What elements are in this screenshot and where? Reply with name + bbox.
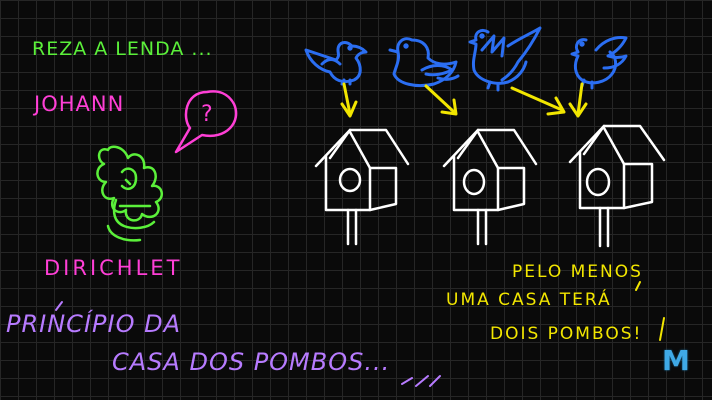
principle-line2: CASA DOS POMBOS... xyxy=(112,348,391,376)
pigeon-icon xyxy=(304,41,368,86)
principle-line1: PRINCÍPIO DA xyxy=(6,310,181,338)
pigeon-icon xyxy=(570,36,628,90)
accent-marks xyxy=(635,281,665,341)
m-logo-icon: M xyxy=(662,344,690,377)
intro-text: REZA A LENDA ... xyxy=(32,38,213,60)
pigeon-icon xyxy=(468,26,542,92)
arrow-down-icon xyxy=(340,82,358,118)
conclusion-line3: DOIS POMBOS! xyxy=(490,324,643,344)
name-johann: JOHANN xyxy=(34,92,125,116)
arrow-down-icon xyxy=(424,84,458,116)
speech-bubble-text: ? xyxy=(201,102,213,127)
arrow-down-icon xyxy=(568,82,588,118)
conclusion-line1: PELO MENOS xyxy=(512,262,643,282)
name-dirichlet: DIRICHLET xyxy=(44,256,183,280)
pigeon-icon xyxy=(388,37,460,88)
title-accent xyxy=(55,301,441,387)
birdhouse-icon xyxy=(314,128,410,246)
birdhouse-icon xyxy=(568,124,666,248)
birdhouse-icon xyxy=(442,128,538,246)
person-doodle-icon xyxy=(96,145,164,242)
conclusion-line2: UMA CASA TERÁ xyxy=(446,290,612,310)
arrow-down-icon xyxy=(510,86,566,116)
speech-bubble-icon: ? xyxy=(174,90,238,154)
